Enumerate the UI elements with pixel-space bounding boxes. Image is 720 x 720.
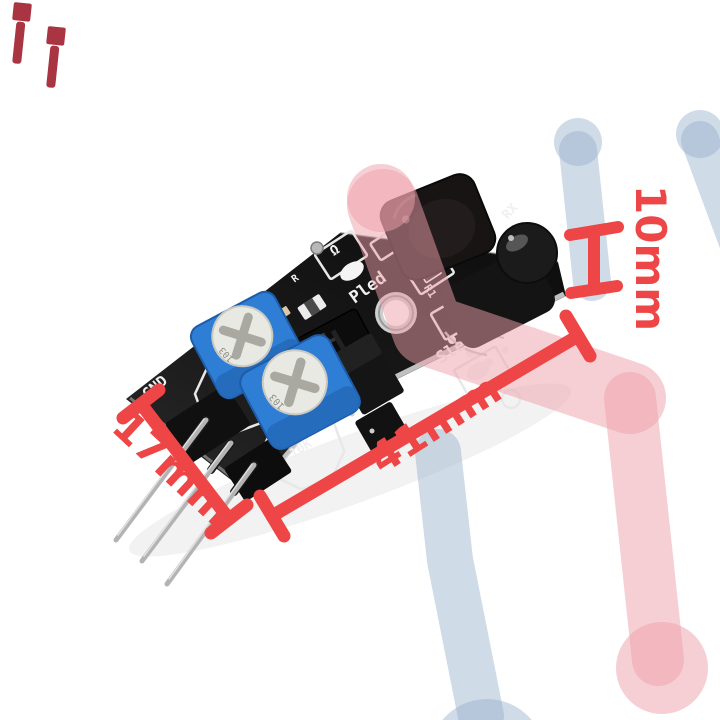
corner-pin-mark-2 — [46, 26, 66, 88]
dimension-cap — [559, 309, 597, 363]
dimension-cap — [565, 280, 623, 299]
corner-pin-mark-1 — [12, 2, 32, 64]
pled-led — [340, 261, 364, 281]
decor-blue-node — [442, 699, 532, 720]
dimension-cap — [564, 221, 624, 241]
dimension-line — [134, 397, 236, 526]
decor-pink-trace — [347, 164, 708, 714]
jumper-pin — [330, 329, 347, 352]
jumper-pin-glint — [369, 428, 375, 434]
trimpot-body-shade — [266, 386, 361, 450]
smd-resistor-band — [303, 297, 321, 317]
decor-traces — [347, 110, 720, 720]
dimension-line — [265, 329, 585, 523]
ir-led-dome — [496, 222, 558, 284]
dimension-10mm — [564, 221, 624, 299]
header-pin-highlight — [143, 441, 230, 557]
dimension-cap — [204, 498, 254, 540]
header-pin-highlight — [168, 463, 253, 580]
dimension-label-10mm: 10mm — [626, 185, 675, 331]
corner-watermark-marks — [12, 2, 66, 88]
decor-blue-trace-3 — [415, 429, 504, 720]
trimpot-slot — [284, 357, 306, 408]
header-pin-highlight — [117, 418, 205, 536]
trimpot-slot — [231, 312, 253, 360]
header-pin — [139, 440, 234, 564]
dimension-cap — [116, 383, 166, 425]
pcb-board: GND EN Pled Sled R Ω R1 RX 1-488 01.0 4O… — [113, 173, 566, 587]
decor-pink-node — [616, 622, 708, 714]
dimension-41mm — [253, 309, 597, 543]
decor-blue-node — [554, 118, 602, 166]
dimension-17mm — [116, 383, 254, 540]
trimpot-right: 103 — [239, 334, 361, 450]
screw-head — [310, 241, 324, 255]
dimension-annotations — [116, 221, 624, 543]
header-pin — [113, 417, 209, 543]
decor-blue-node — [676, 110, 720, 158]
pin-header — [113, 385, 292, 587]
decor-blue-trace-2 — [681, 121, 720, 249]
header-pin — [164, 462, 257, 587]
ir-led-glint-dot — [508, 235, 514, 241]
silkscreen-rx-label: RX — [500, 201, 522, 223]
dimension-cap — [253, 489, 291, 543]
